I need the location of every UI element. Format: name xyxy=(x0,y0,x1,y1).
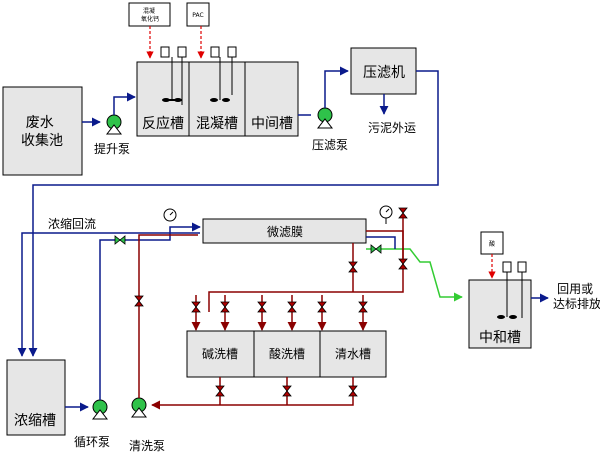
lift-pump xyxy=(105,114,123,135)
circ-valve xyxy=(114,235,126,245)
concentrate-tank xyxy=(6,359,66,436)
reaction-tank-label: 反应槽 xyxy=(142,115,184,132)
alkali-wash-label: 碱洗槽 xyxy=(202,347,238,361)
clean-water-tank xyxy=(319,330,387,378)
drain-valve xyxy=(348,261,358,273)
neutralization-tank xyxy=(468,279,532,349)
return-valve-top xyxy=(398,207,408,219)
circulation-pump-label: 循环泵 xyxy=(74,435,110,449)
sludge-out-label: 污泥外运 xyxy=(368,121,416,135)
coagulation-mixer xyxy=(210,46,237,102)
acid-wash-tank xyxy=(253,330,321,378)
wastewater-tank-label: 废水 收集池 xyxy=(21,115,63,149)
intermediate-tank xyxy=(244,61,299,137)
intermediate-tank-label: 中间槽 xyxy=(251,116,293,132)
press-pump-label: 压滤泵 xyxy=(312,138,348,152)
bottom-valves xyxy=(215,385,358,397)
alkali-wash-tank xyxy=(186,330,255,378)
press-pump xyxy=(316,107,334,129)
reaction-mixer xyxy=(160,46,187,105)
pac-dosing-box xyxy=(186,2,210,27)
wash-pump-valve xyxy=(134,295,144,307)
return-valve-mid xyxy=(398,258,408,270)
coag-dosing-label: 混凝 氧化钙 xyxy=(141,7,159,23)
lift-pump-label: 提升泵 xyxy=(94,141,130,156)
neutralization-mixer xyxy=(497,261,527,319)
wash-pump-label: 清洗泵 xyxy=(129,439,165,453)
discharge-label: 回用或 达标排放 xyxy=(553,282,600,311)
neutralization-tank-label: 中和槽 xyxy=(479,330,521,346)
wash-valves xyxy=(191,301,368,313)
filter-press-label: 压滤机 xyxy=(363,65,405,81)
acid-dosing-label: 酸 xyxy=(489,240,495,248)
microfiltration-membrane xyxy=(202,218,367,244)
wash-pump xyxy=(130,397,148,418)
concentrate-return-label: 浓缩回流 xyxy=(48,216,96,231)
permeate-valve xyxy=(370,244,382,254)
outlet-pressure-gauge xyxy=(379,205,393,224)
coagulation-tank-label: 混凝槽 xyxy=(196,116,238,132)
pac-dosing-label: PAC xyxy=(192,12,203,19)
acid-wash-label: 酸洗槽 xyxy=(269,346,305,361)
filter-press xyxy=(350,47,417,95)
membrane-label: 微滤膜 xyxy=(267,225,303,239)
clean-water-label: 清水槽 xyxy=(335,347,371,361)
inlet-pressure-gauge xyxy=(163,208,177,222)
wastewater-tank xyxy=(2,86,83,176)
concentrate-tank-label: 浓缩槽 xyxy=(14,413,56,429)
circulation-pump xyxy=(91,399,109,420)
